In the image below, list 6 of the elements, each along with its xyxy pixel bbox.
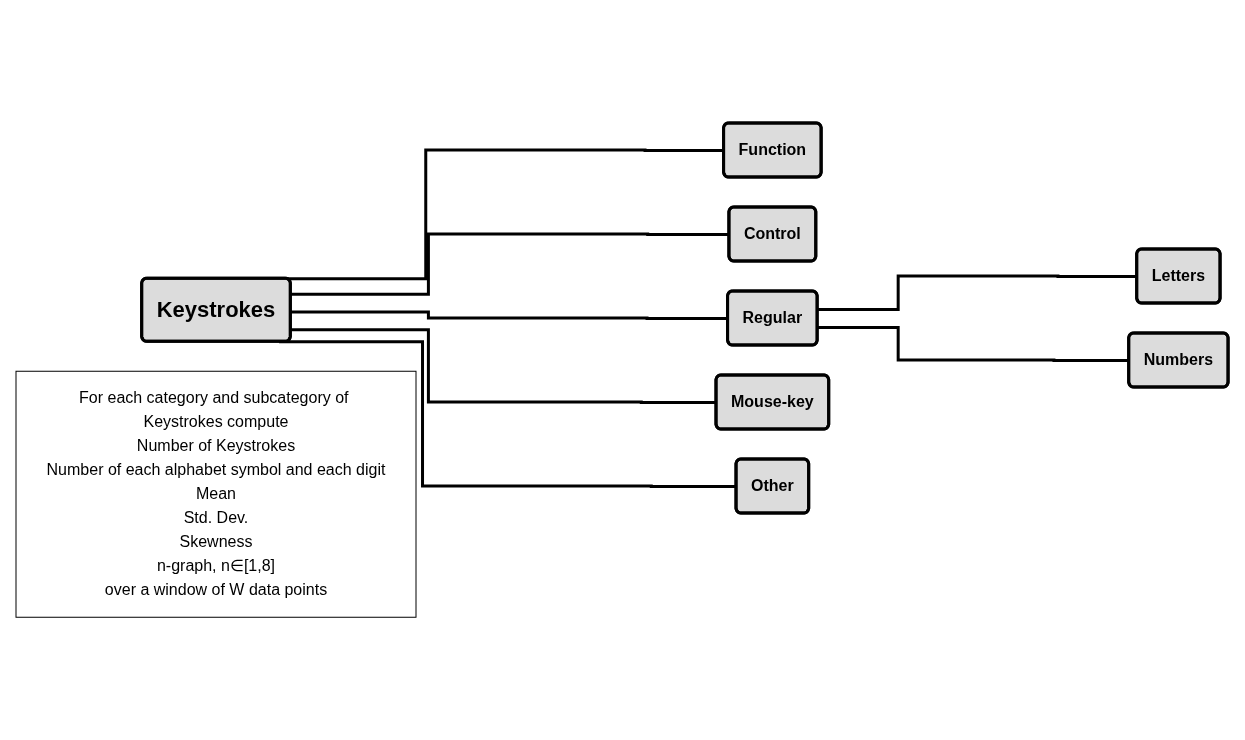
connector [291, 232, 730, 296]
connector [818, 326, 1130, 362]
connector [291, 328, 717, 404]
connector [818, 274, 1138, 311]
connector [291, 310, 729, 320]
node-box: For each category and subcategory of Keystrokes compute Number of Keystrokes Number of each alphabet symbol and each digit Mean Std. Dev. Skewness n-graph, n∈[1,8] over a window of W data points [15, 370, 417, 618]
